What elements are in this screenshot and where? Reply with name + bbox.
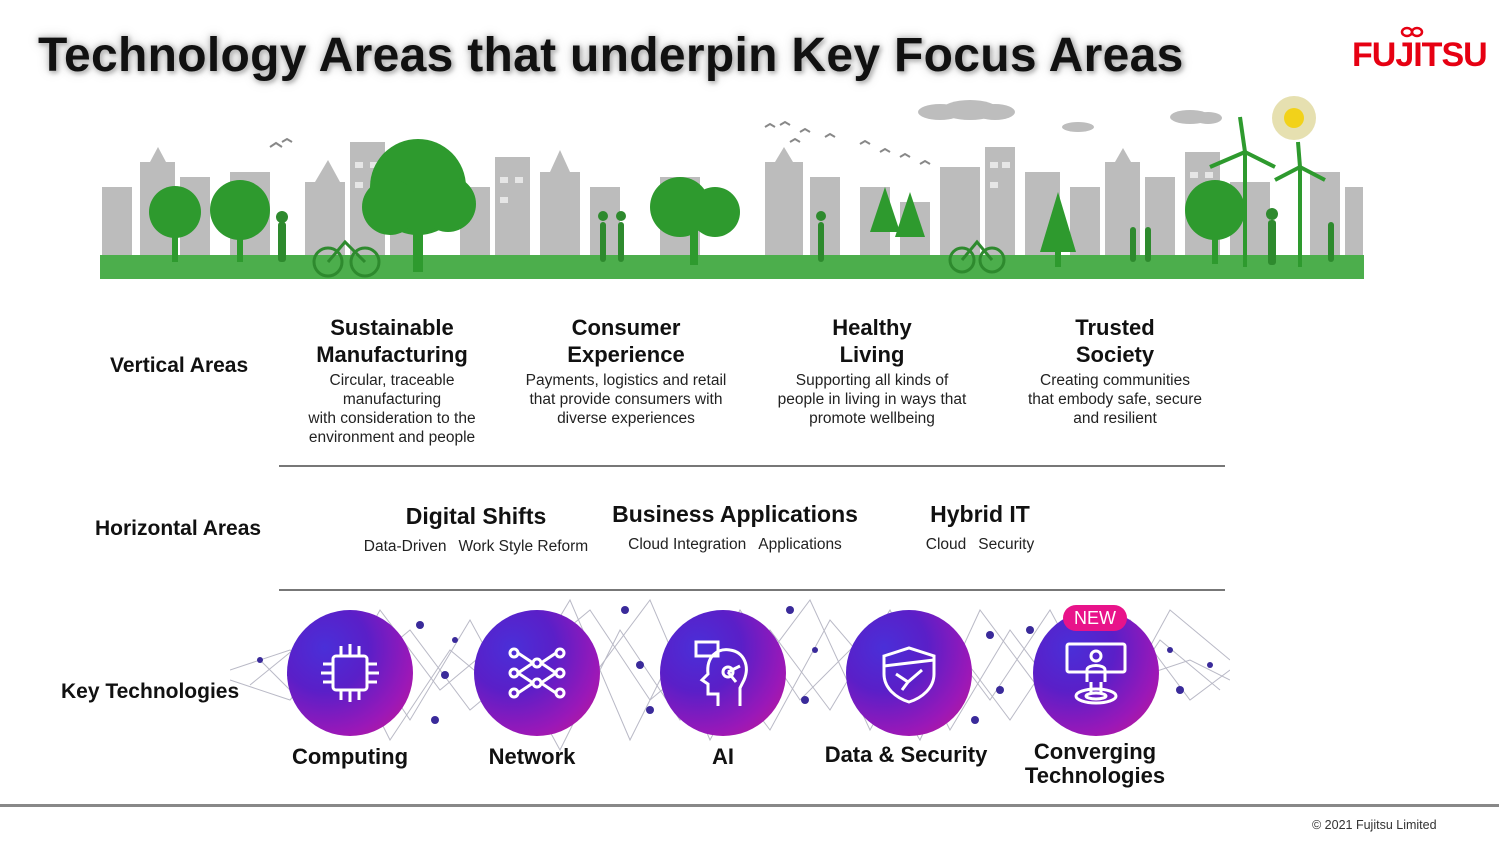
vertical-title-line: Manufacturing [316,342,468,367]
description-line: people in living in ways that [777,391,967,408]
shield-icon [882,646,936,704]
vertical-area-sustainable-manufacturing: Sustainable Manufacturing Circular, trac… [272,314,512,447]
tech-label-data-security: Data & Security [824,742,988,767]
city-skyline-illustration [100,96,1364,279]
copyright: © 2021 Fujitsu Limited [1312,818,1437,832]
vertical-area-title: Sustainable Manufacturing [272,314,512,368]
row-label-vertical: Vertical Areas [110,354,249,377]
tech-circle-data-security [846,610,972,736]
tech-circle-network [474,610,600,736]
horizontal-area-title: Business Applications [612,501,858,527]
tech-label-computing: Computing [291,744,409,769]
horizontal-area-business-applications: Business Applications Cloud Integration A… [600,501,870,554]
vertical-title-line: Society [1075,342,1155,367]
tech-label-ai: AI [712,744,734,769]
vertical-area-consumer-experience: Consumer Experience Payments, logistics … [506,314,746,428]
subtopic: Work Style Reform [458,538,589,555]
description-line: that provide consumers with [529,391,723,408]
vertical-title-line: Experience [567,342,685,367]
divider [279,465,1225,467]
fujitsu-logo: FUJITSU [1352,26,1488,82]
tech-label-line: Technologies [1024,763,1166,788]
network-icon [508,647,566,699]
subtopic: Cloud Integration [628,536,747,553]
horizontal-area-title: Hybrid IT [930,501,1030,527]
vertical-area-description: Creating communities that embody safe, s… [995,371,1235,428]
horizontal-area-subtopics: Cloud Integration Applications [600,536,870,554]
new-badge: NEW [1063,605,1127,631]
subtopic: Cloud [925,536,967,553]
vertical-area-healthy-living: Healthy Living Supporting all kinds of p… [752,314,992,428]
page-title: Technology Areas that underpin Key Focus… [38,29,1184,82]
subtopic: Data-Driven [363,538,447,555]
logo-text: FUJITSU [1352,36,1488,74]
vertical-area-title: Consumer Experience [506,314,746,368]
horizontal-area-hybrid-it: Hybrid IT Cloud Security [905,501,1055,554]
description-line: and resilient [1073,410,1157,427]
tech-circle-computing [287,610,413,736]
description-line: Supporting all kinds of [795,372,949,389]
description-line: diverse experiences [557,410,695,427]
tech-label-network: Network [488,744,576,769]
tech-label-converging-technologies: Converging Technologies [1005,740,1185,788]
description-line: manufacturing [342,391,442,408]
person-target-icon [1065,642,1127,705]
horizontal-area-subtopics: Data-Driven Work Style Reform [340,538,612,556]
description-line: Creating communities [1040,372,1190,389]
description-line: with consideration to the [308,410,476,427]
tech-circle-converging-technologies [1033,610,1159,736]
vertical-area-description: Circular, traceable manufacturing with c… [272,371,512,447]
description-line: that embody safe, secure [1027,391,1203,408]
infinity-mark-icon [1400,26,1424,38]
description-line: promote wellbeing [809,410,935,427]
vertical-title-line: Trusted [1075,315,1155,340]
vertical-area-description: Supporting all kinds of people in living… [752,371,992,428]
divider [279,589,1225,591]
footer-divider [0,804,1499,807]
tech-circle-ai [660,610,786,736]
subtopic: Security [978,536,1035,553]
ai-head-icon [694,640,748,706]
vertical-title-line: Consumer [571,315,681,340]
vertical-title-line: Sustainable [330,315,454,340]
vertical-title-line: Living [839,342,905,367]
tech-label-line: Converging [1033,739,1157,764]
vertical-area-trusted-society: Trusted Society Creating communities tha… [995,314,1235,428]
description-line: environment and people [308,429,476,446]
row-label-key-technologies: Key Technologies [61,680,240,703]
vertical-title-line: Healthy [832,315,912,340]
vertical-area-title: Healthy Living [752,314,992,368]
description-line: Circular, traceable [329,372,455,389]
subtopic: Applications [758,536,842,553]
vertical-area-description: Payments, logistics and retail that prov… [506,371,746,428]
vertical-area-title: Trusted Society [995,314,1235,368]
horizontal-area-title: Digital Shifts [405,503,547,529]
description-line: Payments, logistics and retail [525,372,727,389]
horizontal-area-digital-shifts: Digital Shifts Data-Driven Work Style Ref… [340,503,612,556]
horizontal-area-subtopics: Cloud Security [905,536,1055,554]
chip-icon [321,644,379,702]
row-label-horizontal: Horizontal Areas [95,517,262,540]
